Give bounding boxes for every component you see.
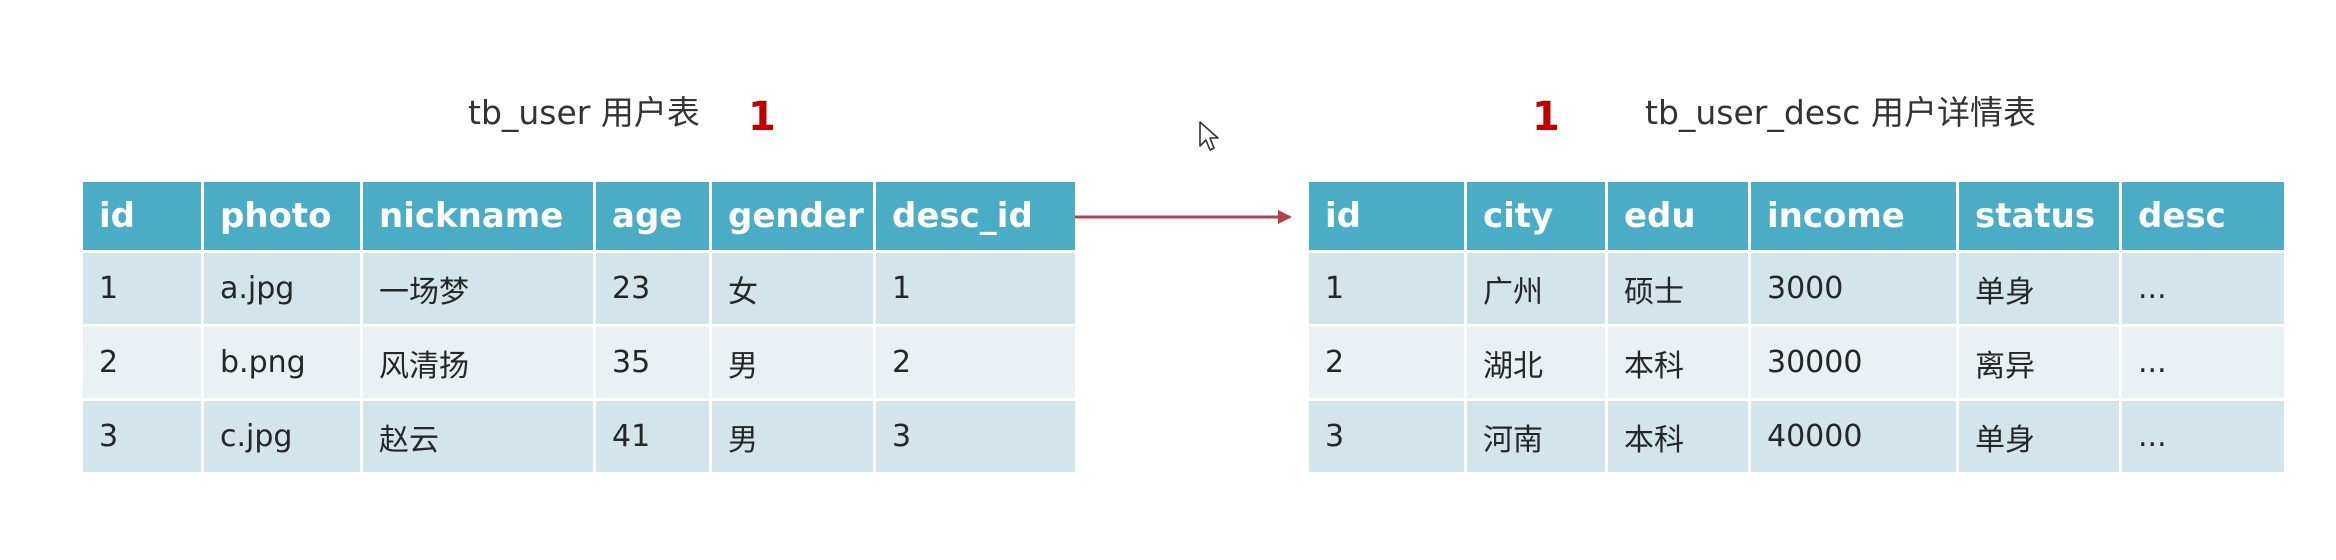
- table-row: 2 b.png 风清扬 35 男 2: [80, 324, 1078, 401]
- table-cell: 单身: [1956, 250, 2122, 327]
- table-cell: 3: [80, 398, 204, 475]
- table-cell: 风清扬: [360, 324, 596, 401]
- table-cell: ...: [2119, 324, 2287, 401]
- right-cardinality-marker: 1: [1532, 94, 1560, 140]
- column-header-id: id: [1306, 179, 1467, 253]
- table-cell: 2: [80, 324, 204, 401]
- column-header-nickname: nickname: [360, 179, 596, 253]
- left-cardinality-marker: 1: [748, 94, 776, 140]
- tb-user-desc-table: id city edu income status desc 1 广州 硕士 3…: [1306, 179, 2287, 475]
- table-cell: 3000: [1748, 250, 1959, 327]
- table-cell: 河南: [1464, 398, 1608, 475]
- table-header-row: id city edu income status desc: [1306, 179, 2287, 253]
- right-table-title: tb_user_desc 用户详情表: [1645, 93, 2036, 132]
- tb-user-table: id photo nickname age gender desc_id 1 a…: [80, 179, 1078, 475]
- table-cell: 40000: [1748, 398, 1959, 475]
- table-cell: 单身: [1956, 398, 2122, 475]
- table-cell: ...: [2119, 250, 2287, 327]
- table-cell: 本科: [1605, 398, 1751, 475]
- left-table-title: tb_user 用户表: [468, 93, 700, 132]
- column-header-city: city: [1464, 179, 1608, 253]
- table-row: 1 广州 硕士 3000 单身 ...: [1306, 250, 2287, 327]
- table-cell: 男: [709, 398, 876, 475]
- table-cell: 41: [593, 398, 712, 475]
- table-cell: 硕士: [1605, 250, 1751, 327]
- column-header-status: status: [1956, 179, 2122, 253]
- table-row: 3 c.jpg 赵云 41 男 3: [80, 398, 1078, 475]
- table-cell: c.jpg: [201, 398, 363, 475]
- column-header-desc-id: desc_id: [873, 179, 1078, 253]
- column-header-gender: gender: [709, 179, 876, 253]
- table-row: 1 a.jpg 一场梦 23 女 1: [80, 250, 1078, 327]
- column-header-photo: photo: [201, 179, 363, 253]
- column-header-income: income: [1748, 179, 1959, 253]
- table-cell: 离异: [1956, 324, 2122, 401]
- table-cell: 30000: [1748, 324, 1959, 401]
- column-header-edu: edu: [1605, 179, 1751, 253]
- table-cell: 赵云: [360, 398, 596, 475]
- column-header-desc: desc: [2119, 179, 2287, 253]
- table-cell: 湖北: [1464, 324, 1608, 401]
- table-header-row: id photo nickname age gender desc_id: [80, 179, 1078, 253]
- table-row: 3 河南 本科 40000 单身 ...: [1306, 398, 2287, 475]
- table-cell: 男: [709, 324, 876, 401]
- table-cell: 2: [1306, 324, 1467, 401]
- table-cell: 女: [709, 250, 876, 327]
- table-cell: 本科: [1605, 324, 1751, 401]
- table-cell: 1: [80, 250, 204, 327]
- table-cell: 3: [1306, 398, 1467, 475]
- table-cell: 35: [593, 324, 712, 401]
- table-row: 2 湖北 本科 30000 离异 ...: [1306, 324, 2287, 401]
- table-cell: ...: [2119, 398, 2287, 475]
- table-cell: a.jpg: [201, 250, 363, 327]
- table-cell: 广州: [1464, 250, 1608, 327]
- table-cell: 1: [873, 250, 1078, 327]
- table-cell: 23: [593, 250, 712, 327]
- column-header-id: id: [80, 179, 204, 253]
- table-cell: 1: [1306, 250, 1467, 327]
- table-cell: 3: [873, 398, 1078, 475]
- mouse-cursor-icon: [1199, 121, 1219, 151]
- table-cell: 一场梦: [360, 250, 596, 327]
- table-cell: b.png: [201, 324, 363, 401]
- table-cell: 2: [873, 324, 1078, 401]
- column-header-age: age: [593, 179, 712, 253]
